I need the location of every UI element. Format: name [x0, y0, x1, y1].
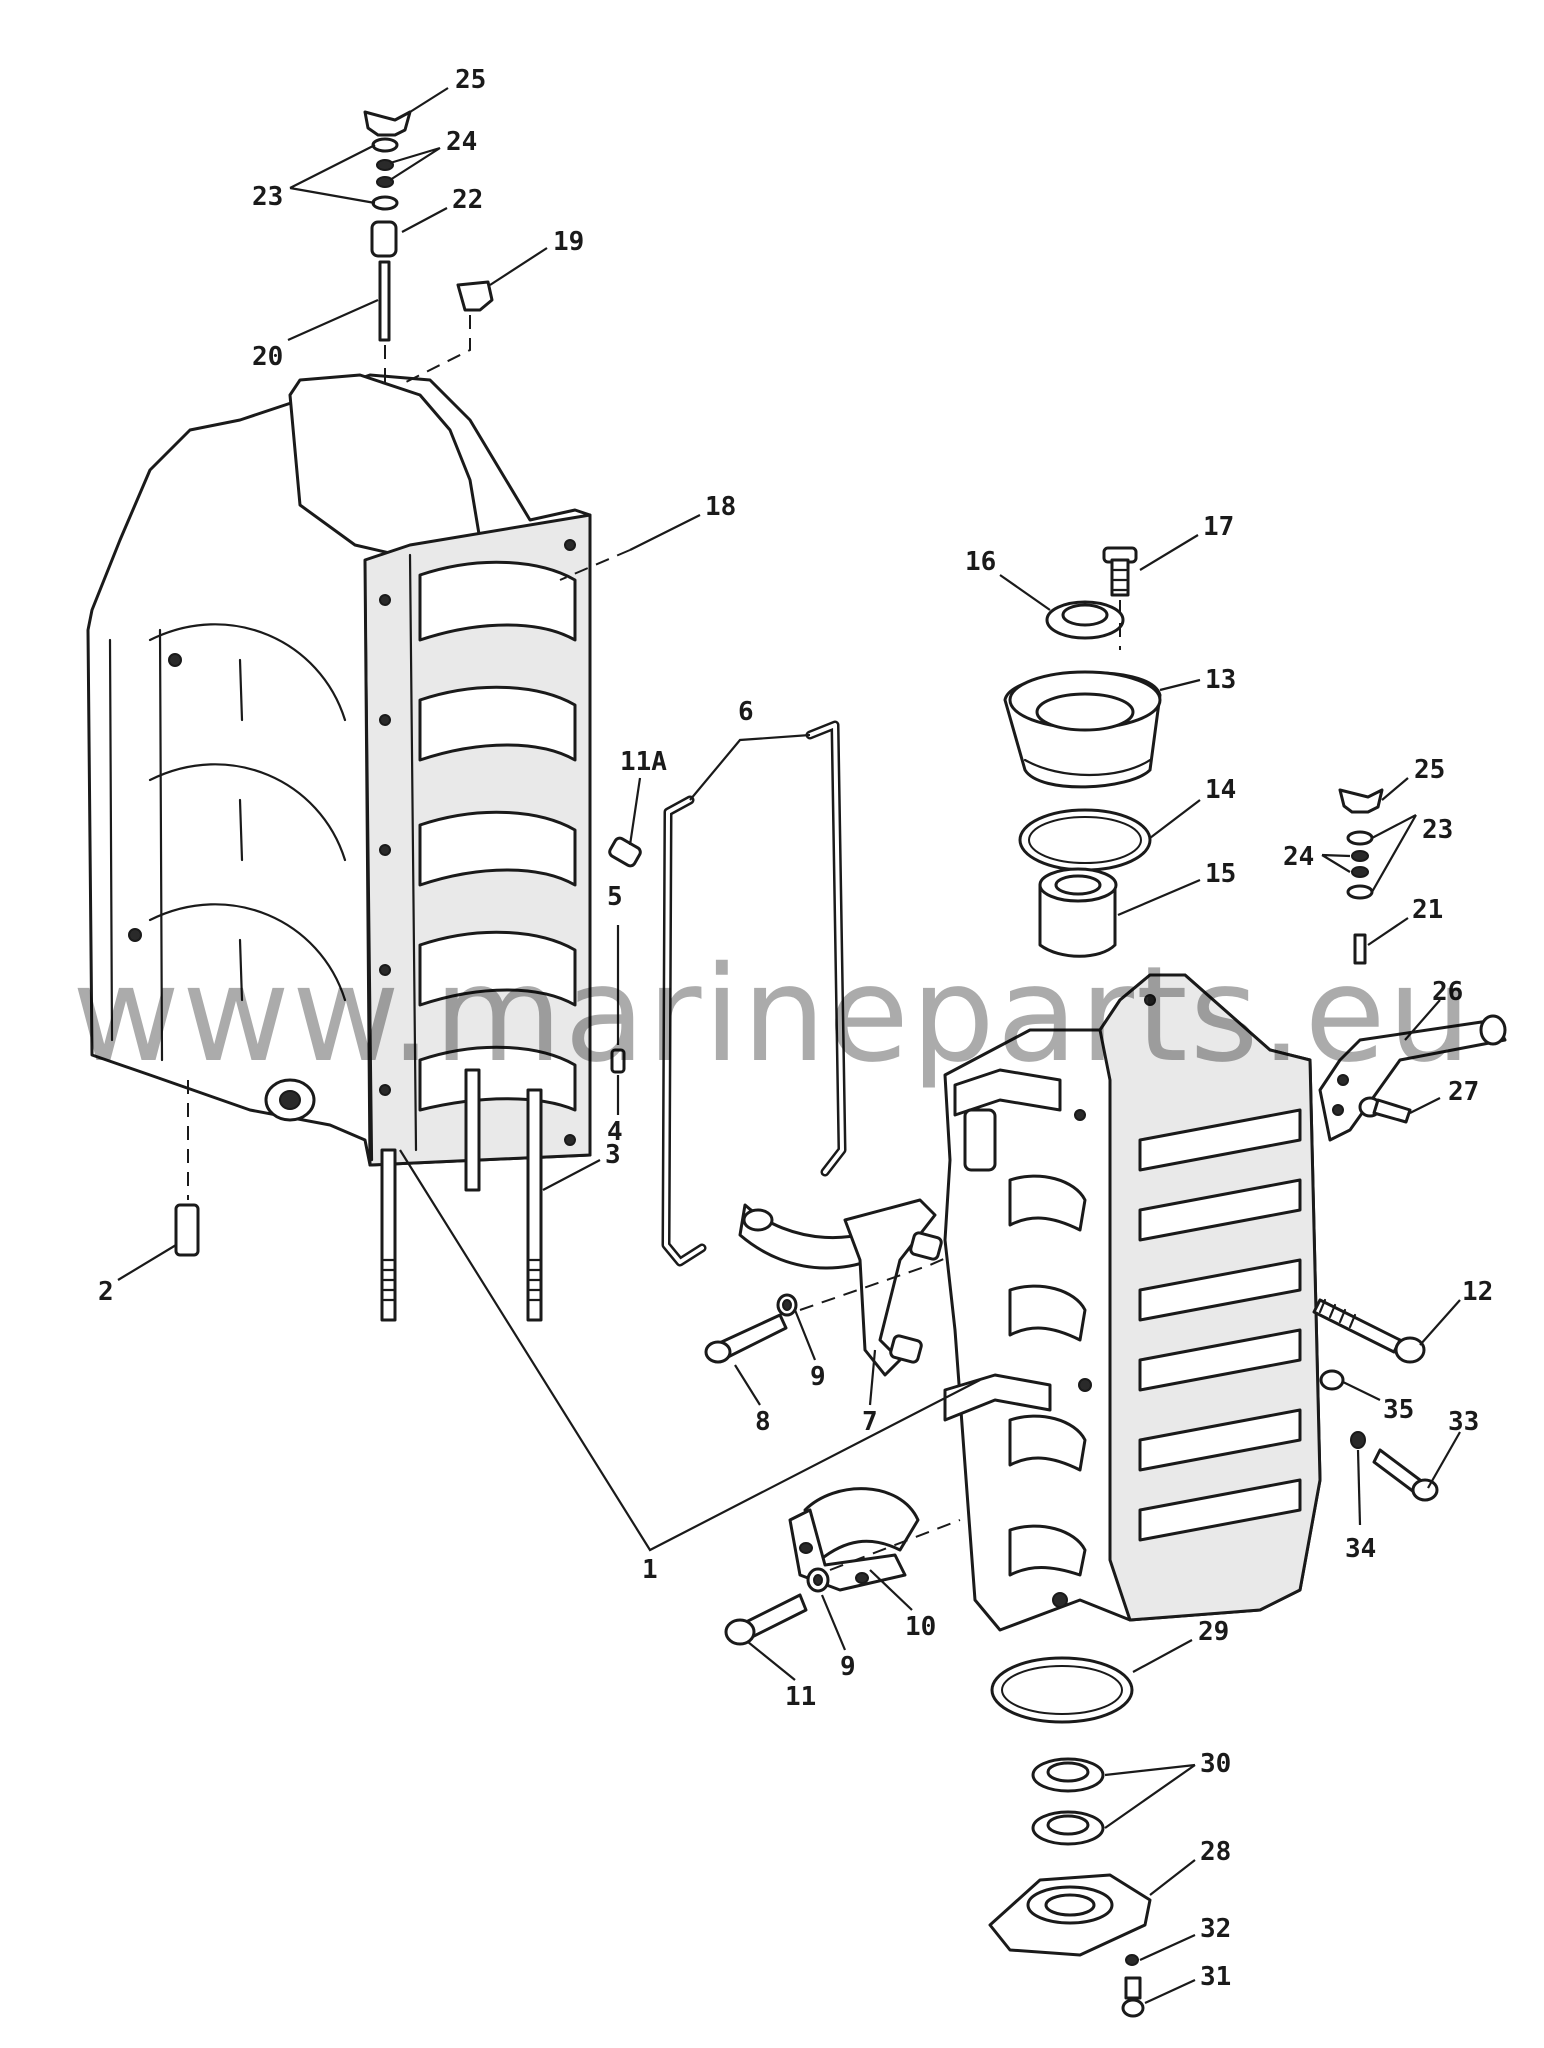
callout-17: 17 [1203, 512, 1234, 542]
tube-6 [661, 720, 847, 1267]
washer-9-upper [776, 1293, 798, 1317]
callout-32: 32 [1200, 1914, 1231, 1944]
callout-35: 35 [1383, 1395, 1414, 1425]
dowel-pin-4 [610, 1048, 626, 1074]
seals-30 [1031, 1757, 1105, 1846]
callout-15: 15 [1205, 859, 1236, 889]
callout-14: 14 [1205, 775, 1236, 805]
callout-30: 30 [1200, 1749, 1231, 1779]
callout-29: 29 [1198, 1617, 1229, 1647]
seal-16 [1045, 600, 1125, 640]
right-hardware-stack [1338, 788, 1384, 965]
callout-21: 21 [1412, 895, 1443, 925]
o-ring-29 [990, 1656, 1134, 1724]
pin-11a [608, 836, 642, 868]
nut-35 [1319, 1369, 1345, 1391]
screw-31 [1121, 1976, 1145, 2018]
callout-25-top: 25 [455, 65, 486, 95]
cylinder-block-left [86, 373, 592, 1167]
bearing-retainer-28 [988, 1873, 1152, 1957]
callout-9-upper: 9 [810, 1362, 826, 1392]
top-hardware-stack [363, 110, 494, 390]
screw-8 [704, 1313, 788, 1364]
callout-6: 6 [738, 697, 754, 727]
bearing-retainer-13 [1003, 670, 1162, 789]
callout-23-right: 23 [1422, 815, 1453, 845]
callout-19: 19 [553, 227, 584, 257]
callout-25-right: 25 [1414, 755, 1445, 785]
callout-1: 1 [642, 1555, 658, 1585]
callout-34: 34 [1345, 1534, 1376, 1564]
callout-33: 33 [1448, 1407, 1479, 1437]
watermark-text: www.marineparts.eu [72, 938, 1473, 1092]
callout-7: 7 [862, 1407, 878, 1437]
callout-20: 20 [252, 342, 283, 372]
bolt-12 [1312, 1298, 1426, 1364]
crankcase-cover-right [943, 973, 1322, 1632]
callout-27: 27 [1448, 1077, 1479, 1107]
roller-bearing-15 [1038, 867, 1118, 958]
callout-12: 12 [1462, 1277, 1493, 1307]
callout-28: 28 [1200, 1837, 1231, 1867]
dowel-pin-2 [174, 1080, 200, 1257]
leader-lines [117, 87, 1461, 2004]
callout-5: 5 [607, 882, 623, 912]
callout-24-top: 24 [446, 127, 477, 157]
screw-27 [1358, 1096, 1412, 1124]
callout-22: 22 [452, 185, 483, 215]
stud-3 [380, 1068, 543, 1322]
callout-4: 4 [607, 1117, 623, 1147]
washer-32 [1125, 1954, 1139, 1966]
callout-13: 13 [1205, 665, 1236, 695]
callout-3: 3 [605, 1140, 621, 1170]
callout-labels: 25 24 23 22 19 20 18 17 16 13 6 11A 14 2… [98, 65, 1493, 1992]
bracket-26 [1318, 1014, 1507, 1142]
callout-2: 2 [98, 1277, 114, 1307]
callout-31: 31 [1200, 1962, 1231, 1992]
callout-24-right: 24 [1283, 842, 1314, 872]
callout-26: 26 [1432, 977, 1463, 1007]
main-bearing-7 [738, 1198, 943, 1377]
callout-18: 18 [705, 492, 736, 522]
callout-11: 11 [785, 1682, 816, 1712]
callout-10: 10 [905, 1612, 936, 1642]
callout-8: 8 [755, 1407, 771, 1437]
screw-17 [1102, 546, 1138, 597]
washer-34 [1350, 1431, 1366, 1449]
screw-33 [1372, 1448, 1439, 1502]
washer-9-lower [806, 1567, 830, 1593]
callout-11a: 11A [620, 747, 667, 777]
screw-11 [724, 1593, 808, 1646]
callout-23-top: 23 [252, 182, 283, 212]
callout-16: 16 [965, 547, 996, 577]
o-ring-14 [1018, 808, 1152, 872]
callout-9-lower: 9 [840, 1652, 856, 1682]
